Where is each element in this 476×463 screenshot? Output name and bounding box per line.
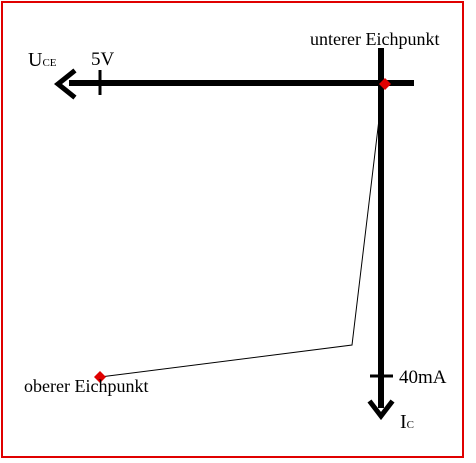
calibration-curve [99, 85, 384, 378]
diagram-frame [1, 1, 464, 458]
lower-calibration-point-marker [379, 78, 391, 90]
x-tick-label: 5V [91, 49, 115, 70]
y-tick-label: 40mA [399, 367, 447, 388]
x-axis-label: UCE [28, 49, 57, 71]
y-axis-label: IC [400, 411, 414, 433]
upper-calibration-point-marker [94, 371, 106, 383]
lower-calibration-point-label: unterer Eichpunkt [310, 29, 439, 49]
y-axis-arrow-icon [367, 399, 395, 421]
x-axis-arrow-icon [53, 68, 77, 100]
upper-calibration-point-label: oberer Eichpunkt [24, 376, 148, 396]
